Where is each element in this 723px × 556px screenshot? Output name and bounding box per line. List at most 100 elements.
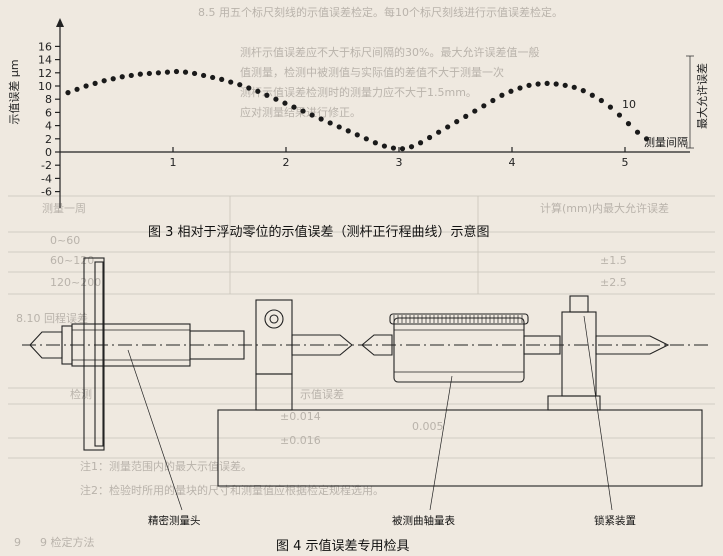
data-point bbox=[616, 112, 623, 118]
data-point bbox=[191, 70, 198, 77]
base-block bbox=[217, 409, 703, 487]
data-point bbox=[390, 145, 397, 151]
bg-line-4: 应对测量结果进行修正。 bbox=[240, 105, 361, 119]
data-point bbox=[92, 80, 98, 86]
bg-table-row-1: 0~60 bbox=[50, 234, 80, 247]
bg-table-header-right: 计算(mm)内最大允许误差 bbox=[540, 201, 669, 215]
x-tick-label: 3 bbox=[396, 156, 403, 169]
bg-table-row-2: 60~120 bbox=[50, 254, 94, 267]
data-point bbox=[535, 81, 541, 87]
data-point bbox=[580, 88, 586, 94]
data-point bbox=[309, 112, 315, 118]
y-tick-label: -6 bbox=[41, 186, 52, 199]
x-tick-label: 5 bbox=[622, 156, 629, 169]
data-point bbox=[210, 74, 216, 81]
data-point bbox=[345, 128, 351, 134]
data-point bbox=[463, 113, 469, 119]
data-point bbox=[282, 100, 288, 106]
bg-bottom-value-1: ±0.014 bbox=[280, 410, 321, 423]
data-point bbox=[417, 140, 424, 146]
data-point bbox=[201, 72, 207, 79]
data-point bbox=[219, 76, 225, 82]
data-point bbox=[101, 78, 107, 84]
bg-bottom-col-2: 示值误差 bbox=[300, 387, 344, 401]
y-axis-label: 示值误差 μm bbox=[7, 59, 21, 124]
middle-cone bbox=[291, 334, 353, 356]
y-tick-label: 2 bbox=[45, 133, 52, 146]
data-point bbox=[164, 69, 171, 75]
data-point bbox=[228, 79, 234, 85]
data-point bbox=[155, 70, 161, 76]
left-plate bbox=[83, 257, 105, 451]
bg-footer-num: 9 bbox=[14, 536, 21, 549]
data-point bbox=[544, 80, 550, 86]
bg-table-value-b: ±2.5 bbox=[600, 276, 627, 289]
y-tick-label: -2 bbox=[41, 159, 52, 172]
data-point bbox=[553, 81, 559, 87]
label-measured-gauge: 被测曲轴量表 bbox=[392, 514, 455, 527]
data-point bbox=[517, 85, 523, 91]
data-point bbox=[255, 88, 261, 94]
data-point bbox=[318, 116, 324, 122]
y-tick-label: 12 bbox=[38, 67, 52, 80]
data-point bbox=[291, 104, 297, 110]
bg-line-2: 值测量，检测中被测值与实际值的差值不大于测量一次 bbox=[240, 65, 504, 79]
bg-section-810: 8.10 回程误差 bbox=[16, 311, 88, 325]
x-tick-label: 1 bbox=[170, 156, 177, 169]
data-point bbox=[74, 86, 80, 92]
data-point bbox=[137, 71, 143, 77]
data-point bbox=[83, 83, 89, 89]
data-point bbox=[237, 82, 243, 88]
data-point bbox=[246, 85, 252, 91]
point-label: 10 bbox=[622, 98, 636, 111]
data-point bbox=[173, 68, 180, 75]
bg-bottom-value-2: ±0.016 bbox=[280, 434, 321, 447]
data-point bbox=[354, 132, 360, 138]
data-point bbox=[625, 121, 632, 127]
data-point bbox=[445, 124, 451, 130]
data-point bbox=[607, 104, 614, 110]
data-point bbox=[499, 92, 505, 98]
data-point bbox=[589, 92, 595, 98]
y-tick-label: 10 bbox=[38, 80, 52, 93]
annotation-max-error: 最大允许误差 bbox=[695, 63, 709, 129]
background-show-through: 8.5 用五个标尺刻线的示值误差检定。每10个标尺刻线进行示值误差检定。 测杆示… bbox=[8, 5, 715, 549]
data-point bbox=[562, 82, 568, 88]
data-point bbox=[146, 70, 152, 77]
bg-line-3: 测杆示值误差检测时的测量力应不大于1.5mm。 bbox=[240, 85, 477, 99]
right-cone-tip bbox=[595, 335, 670, 355]
data-point bbox=[490, 97, 496, 104]
data-point bbox=[526, 82, 532, 88]
data-point bbox=[273, 96, 279, 102]
y-axis-arrow bbox=[56, 18, 64, 27]
x-tick-label: 2 bbox=[283, 156, 290, 169]
data-point bbox=[65, 90, 71, 96]
data-point bbox=[643, 136, 650, 142]
figure-4-caption: 图 4 示值误差专用检具 bbox=[276, 538, 410, 554]
data-points bbox=[65, 68, 650, 152]
y-tick-label: -4 bbox=[41, 172, 52, 185]
data-point bbox=[264, 92, 270, 98]
y-tick-label: 8 bbox=[45, 93, 52, 106]
knob bbox=[264, 309, 284, 329]
y-tick-label: 14 bbox=[38, 54, 52, 67]
data-point bbox=[363, 136, 369, 142]
label-precision-head: 精密测量头 bbox=[148, 514, 201, 527]
bg-heading: 8.5 用五个标尺刻线的示值误差检定。每10个标尺刻线进行示值误差检定。 bbox=[198, 5, 563, 19]
bg-bottom-col-1: 检测 bbox=[70, 387, 92, 401]
data-point bbox=[381, 143, 387, 149]
figure-4-drawing: 精密测量头 被测曲轴量表 锁紧装置 图 4 示值误差专用检具 bbox=[22, 257, 712, 554]
y-tick-label: 16 bbox=[38, 40, 52, 53]
x-axis-label: 测量间隔 bbox=[644, 136, 688, 149]
data-point bbox=[571, 84, 577, 90]
bg-bottom-value-3: 0.005 bbox=[412, 420, 444, 433]
bg-table-header-left: 测量一周 bbox=[42, 202, 86, 215]
data-point bbox=[634, 129, 641, 135]
y-tick-label: 6 bbox=[45, 106, 52, 119]
locking-device bbox=[561, 311, 597, 397]
data-point bbox=[327, 120, 333, 126]
data-point bbox=[472, 108, 478, 114]
data-point bbox=[481, 103, 487, 109]
